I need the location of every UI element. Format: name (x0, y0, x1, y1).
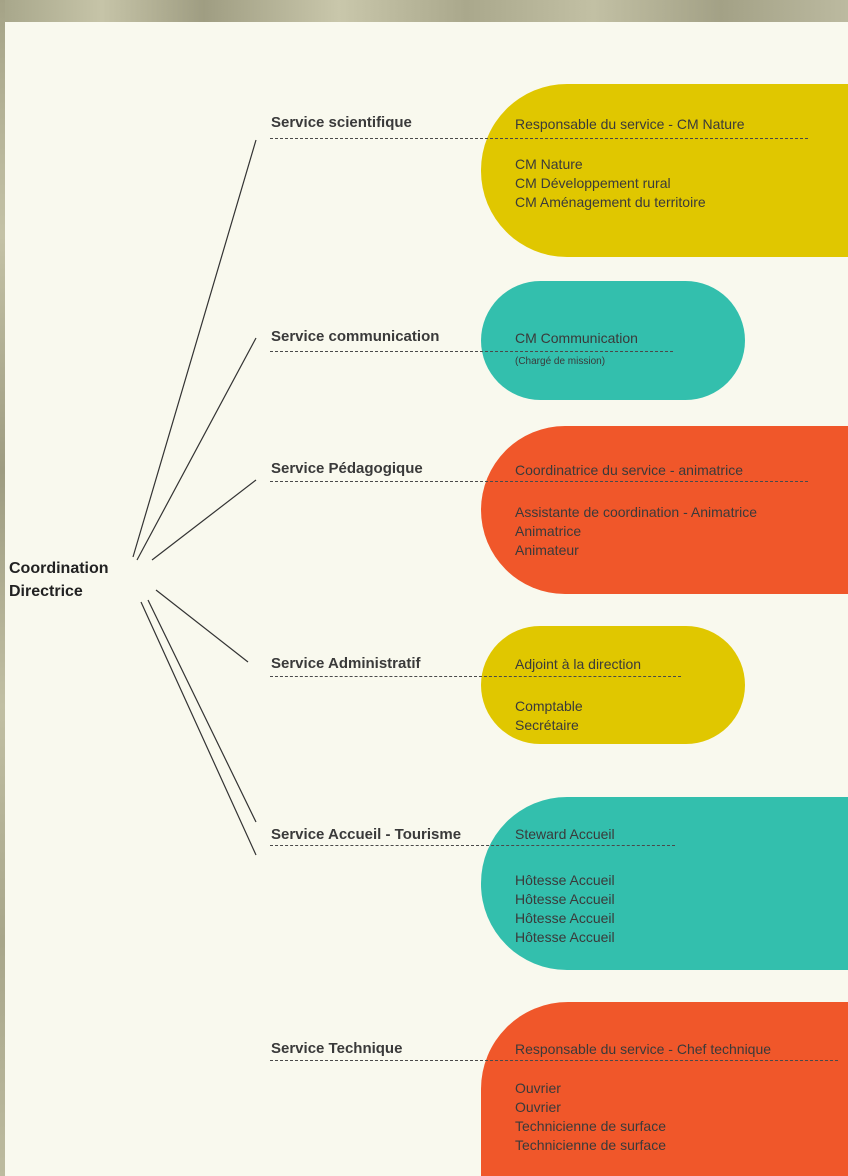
member-item: Technicienne de surface (515, 1137, 666, 1153)
service-members-communication: (Chargé de mission) (515, 355, 605, 368)
member-item: Animateur (515, 542, 579, 558)
connector-administratif (155, 589, 249, 663)
connector-technique (140, 601, 257, 856)
service-label-technique: Service Technique (271, 1040, 403, 1057)
service-underline-administratif (270, 676, 681, 677)
service-members-pedagogique: Assistante de coordination - Animatrice … (515, 503, 757, 560)
member-item: CM Nature (515, 156, 583, 172)
service-label-administratif: Service Administratif (271, 655, 421, 672)
service-blob-administratif (481, 626, 745, 744)
root-node: Coordination Directrice (9, 557, 109, 603)
background-texture-top (0, 0, 848, 22)
root-label-line1: Coordination (9, 560, 109, 577)
member-item: Ouvrier (515, 1099, 561, 1115)
service-head-pedagogique: Coordinatrice du service - animatrice (515, 462, 743, 478)
service-head-accueil: Steward Accueil (515, 826, 615, 842)
service-members-accueil: Hôtesse Accueil Hôtesse Accueil Hôtesse … (515, 871, 615, 947)
service-head-scientifique: Responsable du service - CM Nature (515, 116, 745, 132)
member-item: CM Aménagement du territoire (515, 194, 706, 210)
connector-communication (136, 337, 257, 561)
root-label-line2: Directrice (9, 583, 83, 600)
member-item: Assistante de coordination - Animatrice (515, 504, 758, 520)
member-item: Ouvrier (515, 1080, 561, 1096)
member-item: CM Développement rural (515, 175, 671, 191)
service-blob-scientifique (481, 84, 848, 257)
member-item: Secrétaire (515, 717, 579, 733)
service-head-technique: Responsable du service - Chef technique (515, 1041, 772, 1057)
service-head-administratif: Adjoint à la direction (515, 656, 642, 672)
connector-pedagogique (151, 479, 257, 561)
member-note: (Chargé de mission) (515, 356, 606, 367)
service-underline-accueil (270, 845, 675, 846)
service-underline-scientifique (270, 138, 808, 139)
service-label-accueil: Service Accueil - Tourisme (271, 826, 462, 843)
background-texture-left (0, 0, 5, 1176)
member-item: Hôtesse Accueil (515, 929, 615, 945)
service-blob-technique (481, 1002, 848, 1176)
service-blob-communication (481, 281, 745, 400)
service-head-communication: CM Communication (515, 330, 638, 346)
service-members-administratif: Comptable Secrétaire (515, 697, 583, 735)
service-members-scientifique: CM Nature CM Développement rural CM Amén… (515, 155, 706, 212)
connector-accueil (147, 599, 257, 823)
connector-scientifique (132, 139, 257, 558)
service-label-communication: Service communication (271, 328, 440, 345)
member-item: Comptable (515, 698, 583, 714)
service-members-technique: Ouvrier Ouvrier Technicienne de surface … (515, 1079, 666, 1155)
member-item: Hôtesse Accueil (515, 910, 615, 926)
service-label-scientifique: Service scientifique (271, 114, 412, 131)
service-underline-pedagogique (270, 481, 808, 482)
member-item: Hôtesse Accueil (515, 872, 615, 888)
service-underline-technique (270, 1060, 838, 1061)
member-item: Hôtesse Accueil (515, 891, 615, 907)
service-label-pedagogique: Service Pédagogique (271, 460, 423, 477)
member-item: Technicienne de surface (515, 1118, 666, 1134)
service-blob-accueil (481, 797, 848, 970)
service-blob-pedagogique (481, 426, 848, 594)
member-item: Animatrice (515, 523, 582, 539)
service-underline-communication (270, 351, 673, 352)
